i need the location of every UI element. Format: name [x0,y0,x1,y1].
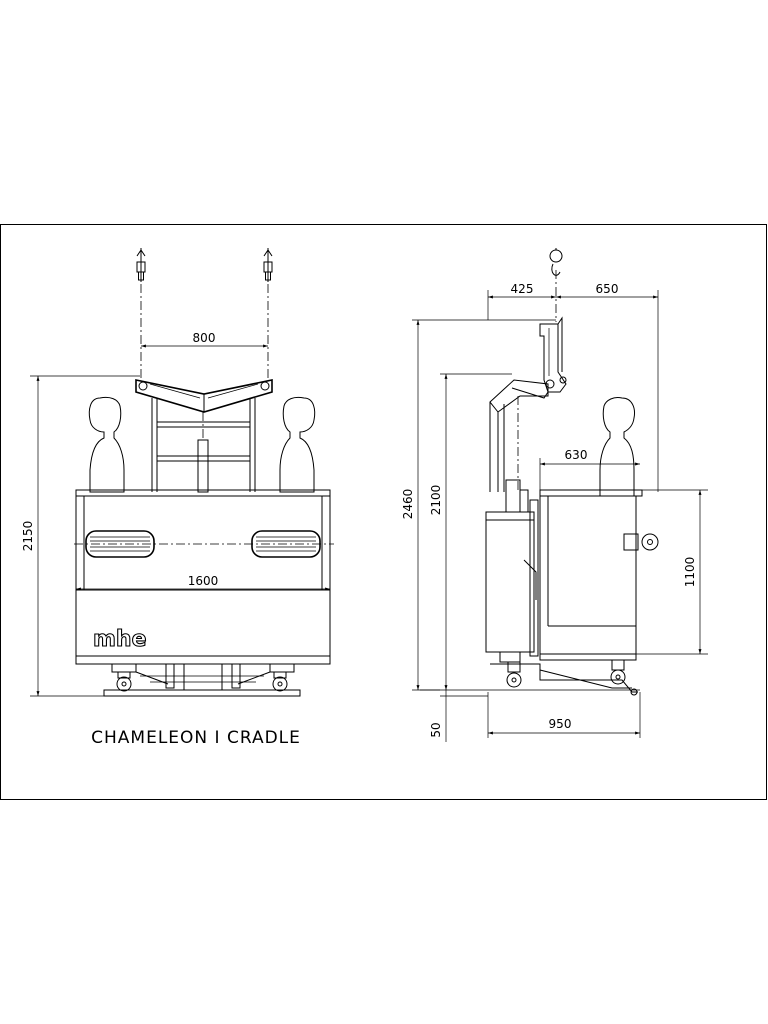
operator-left [88,396,125,493]
side-castors [506,659,626,688]
castor-right [272,671,288,692]
dim-overall-height: 2150 [21,521,35,552]
dim-cradle-height: 2100 [429,485,443,516]
dim-rail-height: 1100 [683,557,697,588]
side-view: 425 650 630 [401,248,708,742]
control-box [485,479,539,663]
drawing-frame [0,224,767,800]
dim-platform-length: 1600 [188,574,219,588]
platform-body: 1600 mhe [74,495,334,665]
side-roller [623,533,659,551]
operator-side [599,397,635,497]
hoist-bracket [511,316,567,399]
brand-logo: mhe [93,627,147,652]
dim-hook-to-front: 650 [596,282,619,296]
base-frame [420,663,640,696]
hoist-hook-left [136,248,146,282]
lifting-hook [549,248,563,276]
castor-left [116,671,132,692]
dim-total-height: 2460 [401,489,415,520]
support-arm [489,379,549,492]
dim-hook-to-back: 425 [511,282,534,296]
side-body [539,489,659,661]
dim-hoist-spacing: 800 [193,331,216,345]
hoist-hook-right [263,248,273,282]
guard-rail [75,489,331,497]
front-view: 800 [21,248,334,748]
dim-rail-width: 630 [565,448,588,462]
dim-base-width: 950 [549,717,572,731]
operator-right [279,396,316,493]
chassis [103,663,301,697]
mast-frame [151,398,256,493]
drawing-caption: CHAMELEON I CRADLE [91,728,301,748]
dim-base-height: 50 [429,722,443,737]
hoist-beam [135,379,273,413]
